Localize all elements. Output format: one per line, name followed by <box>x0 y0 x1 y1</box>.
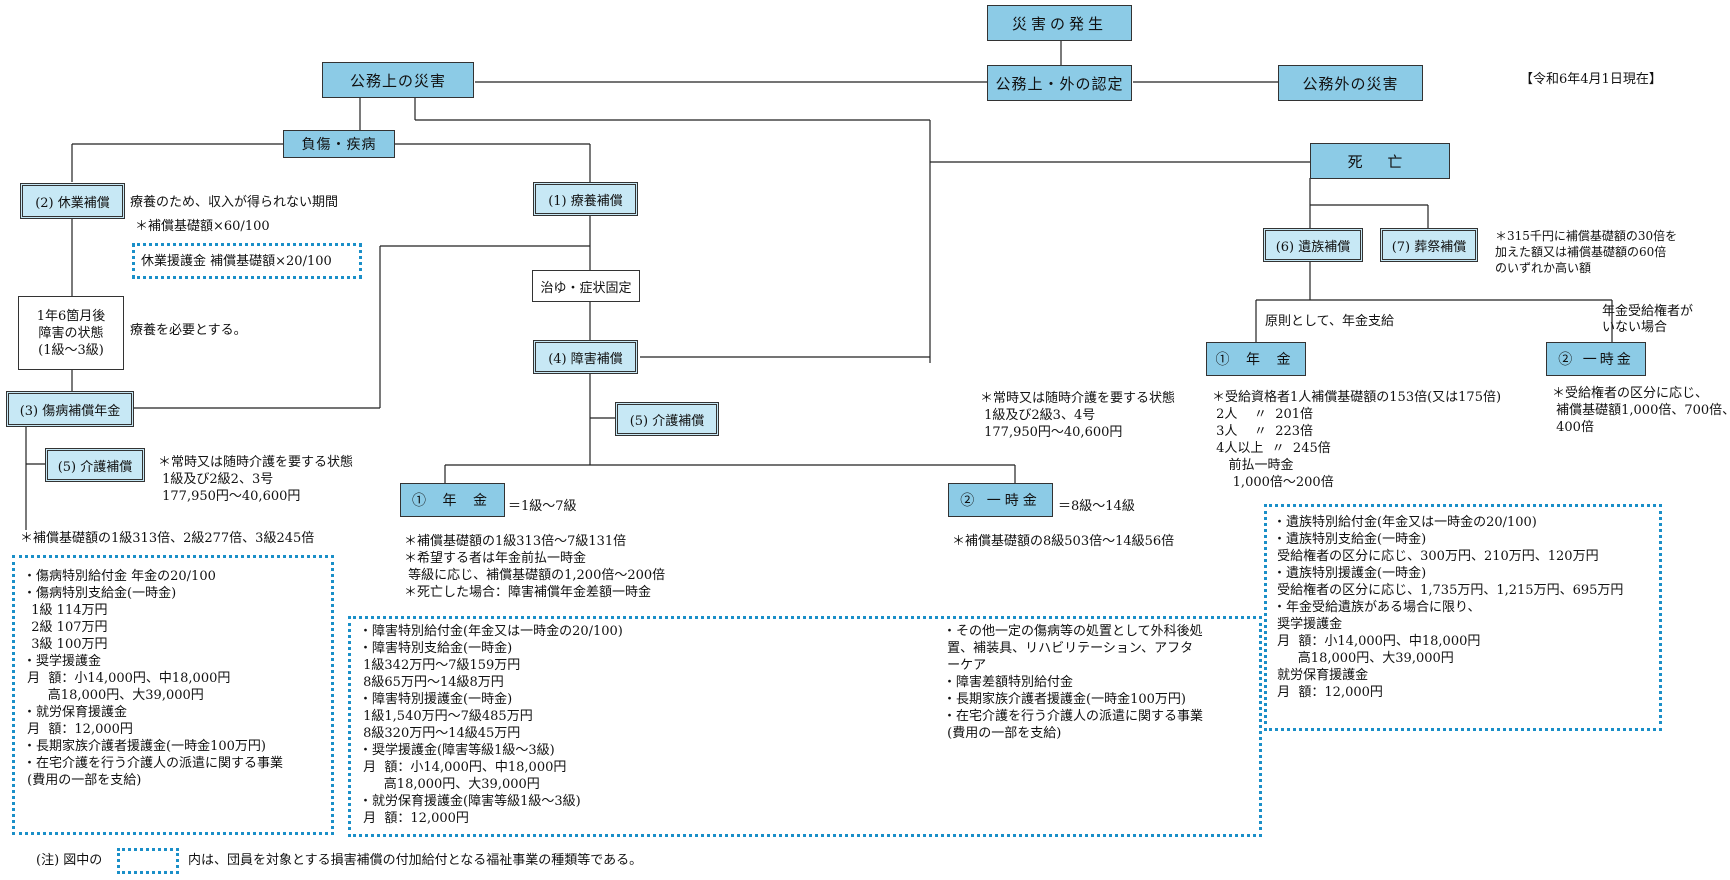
cure-box: 治ゆ・症状固定 <box>532 270 640 302</box>
lump-mid-grade: ＝8級～14級 <box>1058 499 1135 514</box>
survivor-comp-box: (6) 遺族補償 <box>1263 228 1363 262</box>
sick-pension-rate: ＊補償基礎額の1級313倍、2級277倍、3級245倍 <box>20 531 315 546</box>
death-box: 死 亡 <box>1310 143 1450 179</box>
footnote-legend-box <box>117 848 179 874</box>
leave-desc: 療養のため、収入が得られない期間 <box>130 195 339 210</box>
pension-right-box: ① 年 金 <box>1206 342 1306 376</box>
injury-box: 負傷・疾病 <box>283 130 395 158</box>
lump-sum-mid-box: ② 一時金 <box>948 483 1053 517</box>
lump-right-desc: ＊受給権者の区分に応じ、 補償基礎額1,000倍、700倍、 400倍 <box>1552 386 1730 435</box>
no-recipient-text: 年金受給権者が いない場合 <box>1602 304 1694 335</box>
date-note: 【令和6年4月1日現在】 <box>1520 72 1662 87</box>
medical-comp-box: (1) 療養補償 <box>533 182 638 216</box>
leave-aid-panel: 休業援護金 補償基礎額×20/100 <box>132 243 362 279</box>
disaster-box: 災害の発生 <box>987 5 1132 41</box>
after-18-months-box: 1年6箇月後 障害の状態 (1級～3級) <box>18 296 124 370</box>
sick-pension-box: (3) 傷病補償年金 <box>6 391 134 427</box>
footnote-prefix: (注) 図中の <box>36 853 103 868</box>
lump-mid-desc: ＊補償基礎額の8級503倍～14級56倍 <box>952 534 1175 549</box>
leave-comp-box: (2) 休業補償 <box>20 183 125 219</box>
need-care-text: 療養を必要とする。 <box>130 323 247 338</box>
welfare-panel-mid-left: ・障害特別給付金(年金又は一時金の20/100) ・障害特別支給金(一時金) 1… <box>359 624 623 826</box>
funeral-desc: ＊315千円に補償基礎額の30倍を 加えた額又は補償基礎額の60倍 のいずれか高… <box>1495 229 1678 275</box>
care-comp-mid-box: (5) 介護補償 <box>615 402 719 436</box>
recognition-box: 公務上・外の認定 <box>987 65 1132 101</box>
principle-text: 原則として、年金支給 <box>1265 314 1394 329</box>
leave-rate: ＊補償基礎額×60/100 <box>135 219 270 234</box>
pension-mid-grade: ＝1級～7級 <box>508 499 577 514</box>
pension-mid-desc: ＊補償基礎額の1級313倍～7級131倍 ＊希望する者は年金前払一時金 等級に応… <box>404 534 666 600</box>
funeral-comp-box: (7) 葬祭補償 <box>1380 228 1478 262</box>
lump-sum-right-box: ② 一時金 <box>1546 342 1646 376</box>
nonpublic-disaster-box: 公務外の災害 <box>1278 65 1423 101</box>
disability-comp-box: (4) 障害補償 <box>533 340 638 374</box>
welfare-panel-mid: ・障害特別給付金(年金又は一時金の20/100) ・障害特別支給金(一時金) 1… <box>348 616 1262 837</box>
public-disaster-box: 公務上の災害 <box>322 62 474 98</box>
pension-mid-box: ① 年 金 <box>400 483 505 517</box>
care-mid-desc: ＊常時又は随時介護を要する状態 1級及び2級3、4号 177,950円～40,6… <box>980 391 1176 440</box>
welfare-panel-right: ・遺族特別給付金(年金又は一時金の20/100) ・遺族特別支給金(一時金) 受… <box>1264 504 1662 731</box>
care-left-desc: ＊常時又は随時介護を要する状態 1級及び2級2、3号 177,950円～40,6… <box>158 455 354 504</box>
welfare-panel-mid-right: ・その他一定の傷病等の処置として外科後処 置、補装具、リハビリテーション、アフタ… <box>943 624 1204 741</box>
footnote-text: 内は、団員を対象とする損害補償の付加給付となる福祉事業の種類等である。 <box>188 853 643 868</box>
pension-right-desc: ＊受給資格者1人補償基礎額の153倍(又は175倍) 2人 〃 201倍 3人 … <box>1212 390 1502 490</box>
welfare-panel-left: ・傷病特別給付金 年金の20/100 ・傷病特別支給金(一時金) 1級 114万… <box>12 555 334 835</box>
care-comp-left-box: (5) 介護補償 <box>45 448 145 482</box>
